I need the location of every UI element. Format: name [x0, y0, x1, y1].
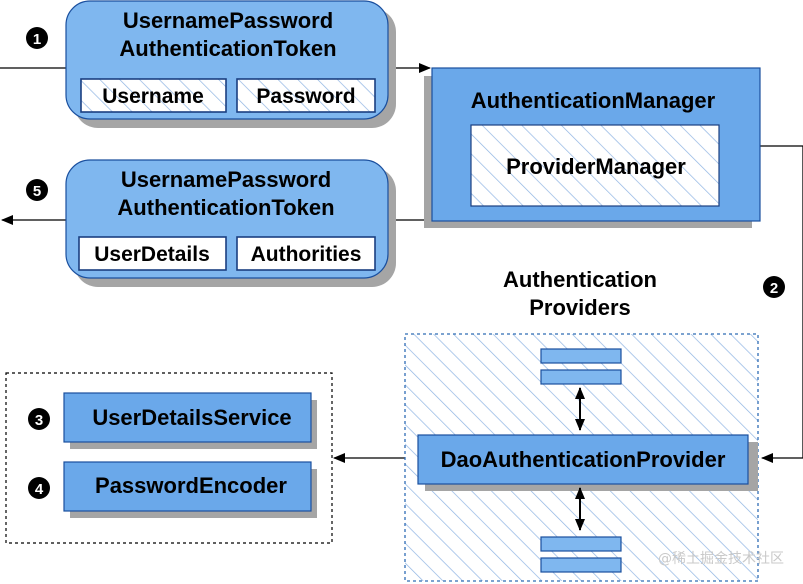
authentication-providers-title-line2: Providers — [529, 295, 631, 320]
provider-stub-top-2 — [540, 369, 622, 385]
provider-stub-bottom-1 — [540, 536, 622, 552]
step-badge-5-label: 5 — [33, 183, 41, 200]
step-badge-3-label: 3 — [35, 412, 43, 429]
step-badge-3: 3 — [28, 408, 50, 430]
request-token-title-line1: UsernamePassword — [123, 8, 333, 33]
provider-manager: ProviderManager — [470, 124, 720, 207]
user-details-service-label: UserDetailsService — [92, 405, 291, 430]
authorities-label: Authorities — [251, 243, 362, 266]
watermark-text: @稀土掘金技术社区 — [658, 551, 784, 567]
step-badge-2: 2 — [763, 276, 785, 298]
password-label: Password — [256, 85, 355, 108]
request-authentication-token: UsernamePassword AuthenticationToken Use… — [65, 0, 396, 128]
dao-authentication-provider: DaoAuthenticationProvider — [417, 434, 758, 491]
authentication-manager-title: AuthenticationManager — [471, 88, 716, 113]
step-badge-2-label: 2 — [770, 280, 778, 297]
password-field: Password — [236, 78, 376, 113]
authentication-manager: AuthenticationManager ProviderManager — [424, 67, 761, 228]
user-services-group: UserDetailsService PasswordEncoder — [5, 372, 333, 544]
provider-stub-top-1 — [540, 348, 622, 364]
provider-stub-bottom-2 — [540, 557, 622, 573]
manager-to-provider-arrow — [760, 145, 803, 463]
userdetails-field: UserDetails — [78, 236, 227, 271]
step-badge-4: 4 — [28, 477, 50, 499]
result-token-title-line1: UsernamePassword — [121, 167, 331, 192]
step-badge-4-label: 4 — [35, 481, 44, 498]
result-authentication-token: UsernamePassword AuthenticationToken Use… — [65, 159, 396, 287]
userdetails-label: UserDetails — [94, 243, 210, 266]
password-encoder: PasswordEncoder — [63, 461, 317, 518]
provider-manager-label: ProviderManager — [506, 154, 686, 179]
username-field: Username — [80, 78, 227, 113]
password-encoder-label: PasswordEncoder — [95, 473, 287, 498]
request-token-title-line2: AuthenticationToken — [119, 36, 336, 61]
username-label: Username — [102, 85, 204, 108]
step-badge-1: 1 — [26, 27, 48, 49]
authentication-providers-group: DaoAuthenticationProvider — [404, 333, 759, 582]
step-badge-1-label: 1 — [33, 31, 41, 48]
step-badge-5: 5 — [26, 179, 48, 201]
authorities-field: Authorities — [236, 236, 376, 271]
user-details-service: UserDetailsService — [63, 392, 317, 449]
result-token-title-line2: AuthenticationToken — [117, 195, 334, 220]
dao-authentication-provider-label: DaoAuthenticationProvider — [441, 447, 726, 472]
authentication-providers-title-line1: Authentication — [503, 267, 657, 292]
